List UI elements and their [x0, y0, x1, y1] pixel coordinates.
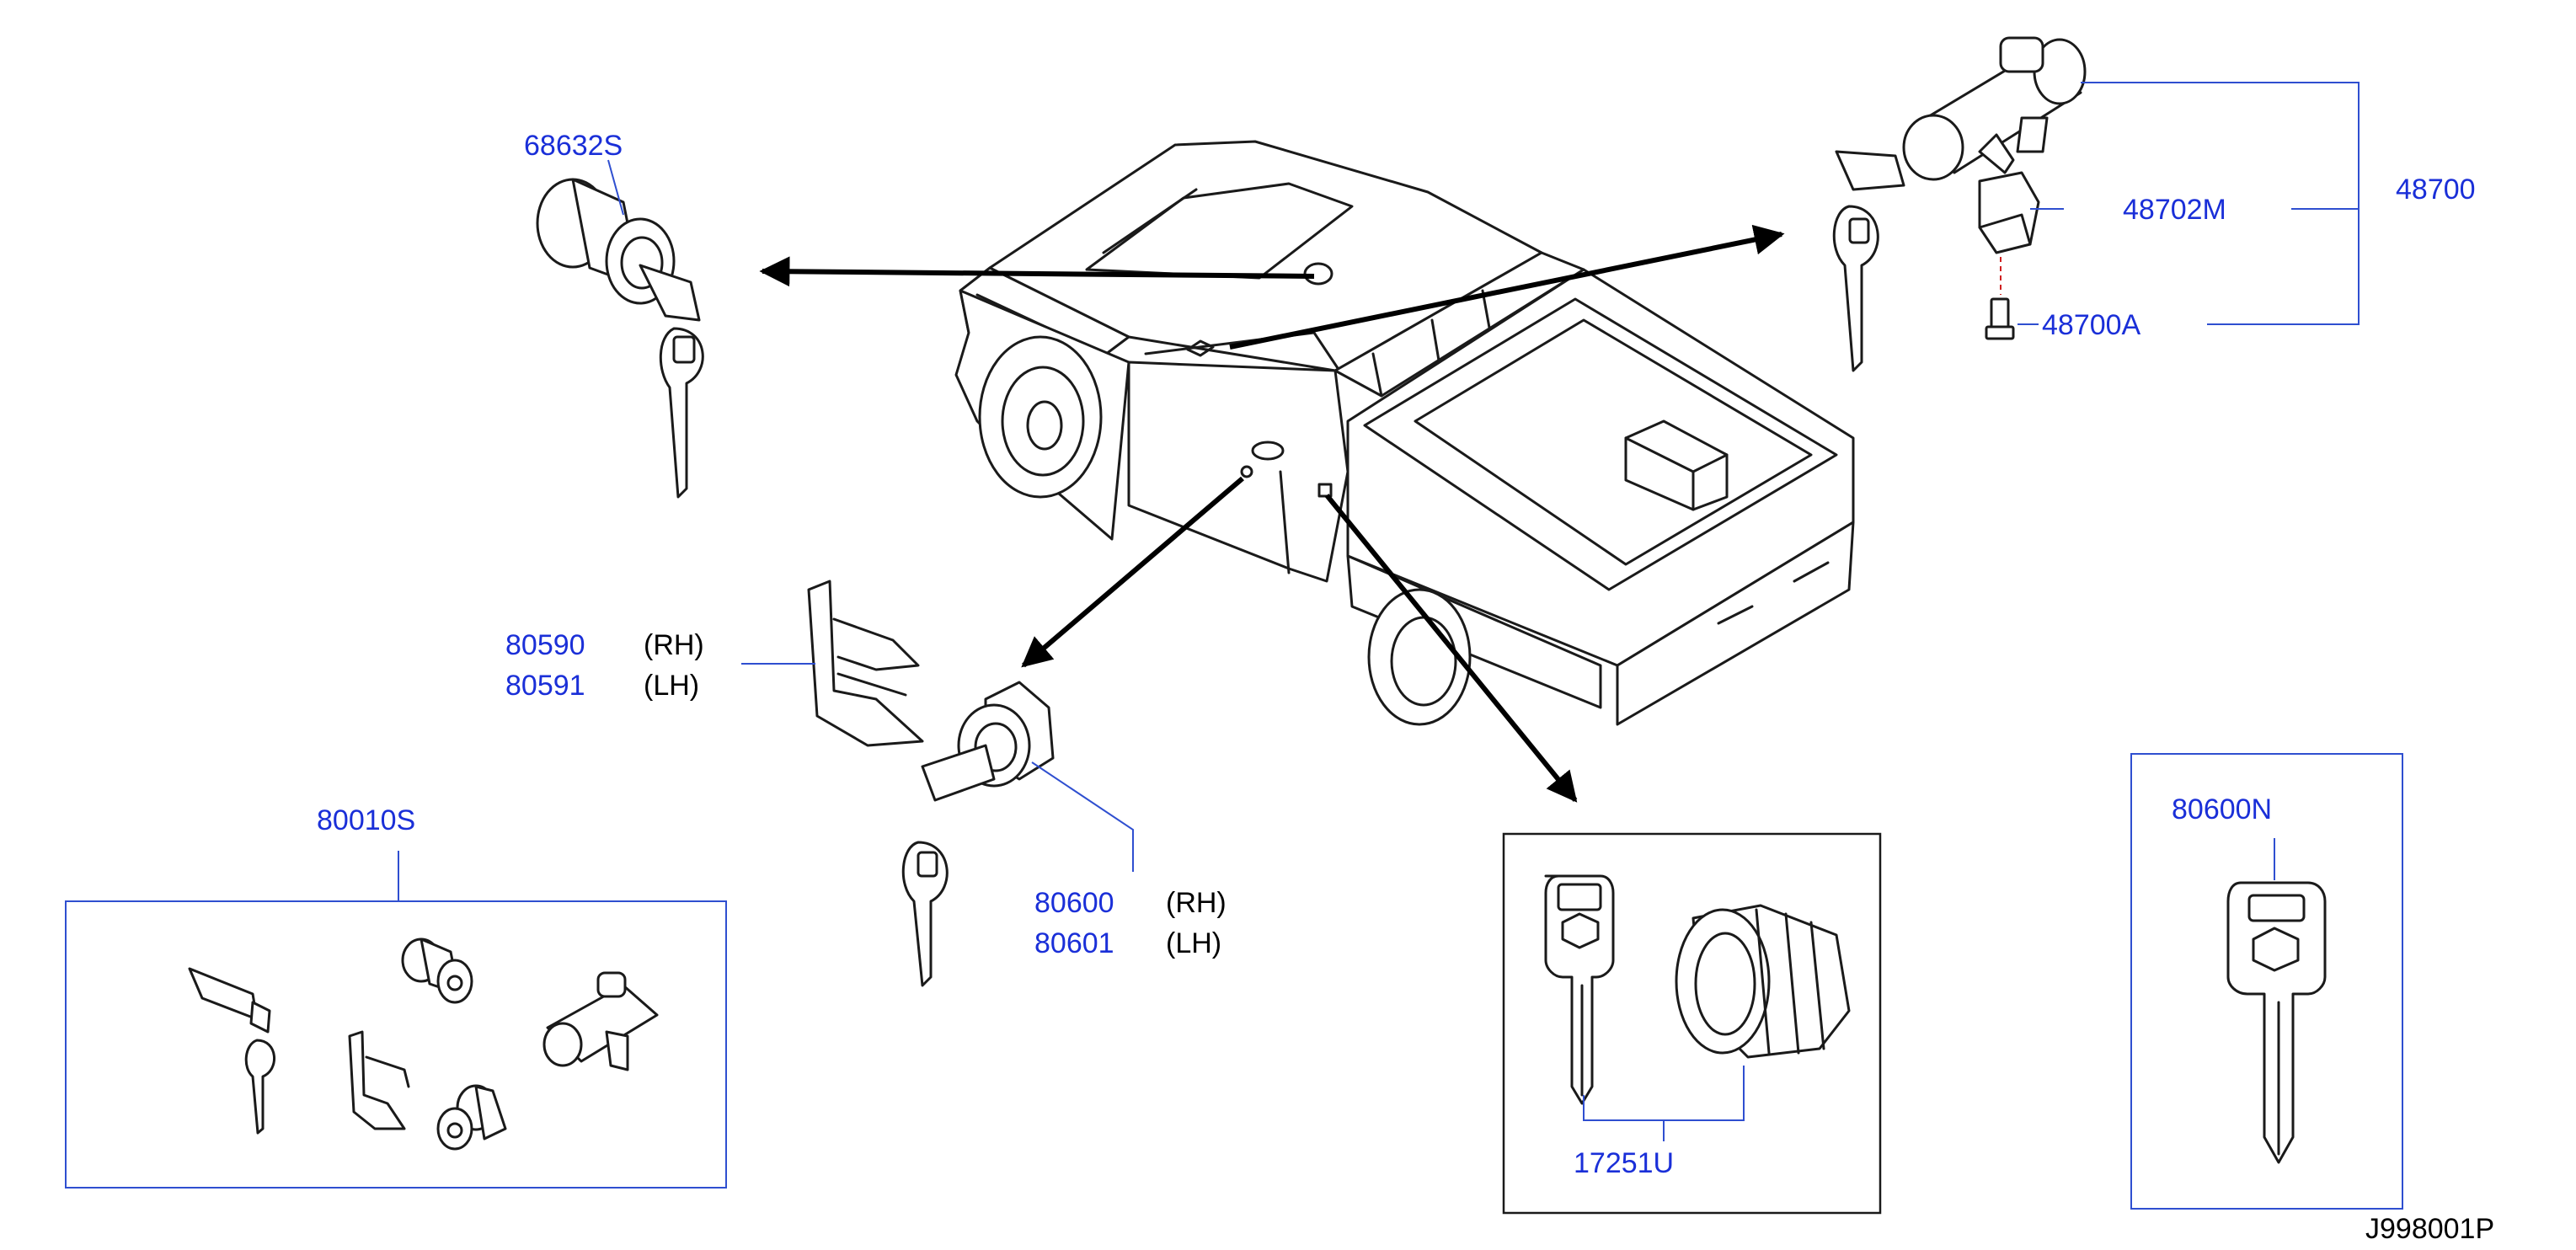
part-label-68632s: 68632S	[524, 130, 623, 162]
side-label-lh-80601: (LH)	[1166, 927, 1221, 959]
part-label-80600n: 80600N	[2172, 793, 2272, 825]
side-label-lh-80591: (LH)	[644, 670, 699, 702]
side-label-rh-80590: (RH)	[644, 629, 704, 661]
blank-key-box	[2130, 753, 2403, 1210]
part-label-80010s: 80010S	[317, 804, 415, 836]
part-label-48700a: 48700A	[2042, 309, 2141, 341]
trunk-lock-cylinder-icon	[536, 178, 704, 499]
part-label-17251u: 17251U	[1574, 1147, 1674, 1179]
side-label-rh-80600: (RH)	[1166, 887, 1227, 919]
diagram-reference: J998001P	[2365, 1213, 2494, 1245]
arrow-to-door-lock	[1021, 476, 1244, 668]
part-label-80600: 80600	[1034, 887, 1114, 919]
key-and-cylinder-kit-box	[1502, 832, 1882, 1215]
part-labels: 68632S 48700 48702M 48700A 80590 (RH) 80…	[317, 130, 2494, 1245]
arrow-to-key-kit	[1324, 494, 1578, 803]
part-label-80590: 80590	[505, 629, 585, 661]
part-label-48702m: 48702M	[2123, 194, 2226, 226]
lock-set-box	[65, 851, 727, 1189]
arrow-to-ignition-lock	[1229, 224, 1785, 350]
pickup-truck-illustration	[954, 140, 1855, 726]
leader-lines	[607, 82, 2360, 872]
part-label-80591: 80591	[505, 670, 585, 702]
door-lock-cylinder-icon	[807, 580, 1055, 987]
arrow-to-trunk-lock	[759, 256, 1315, 287]
part-label-48700: 48700	[2396, 174, 2476, 206]
callout-arrows	[759, 224, 1785, 803]
ignition-lock-assembly-icon	[1832, 36, 2087, 372]
part-label-80601: 80601	[1034, 927, 1114, 959]
